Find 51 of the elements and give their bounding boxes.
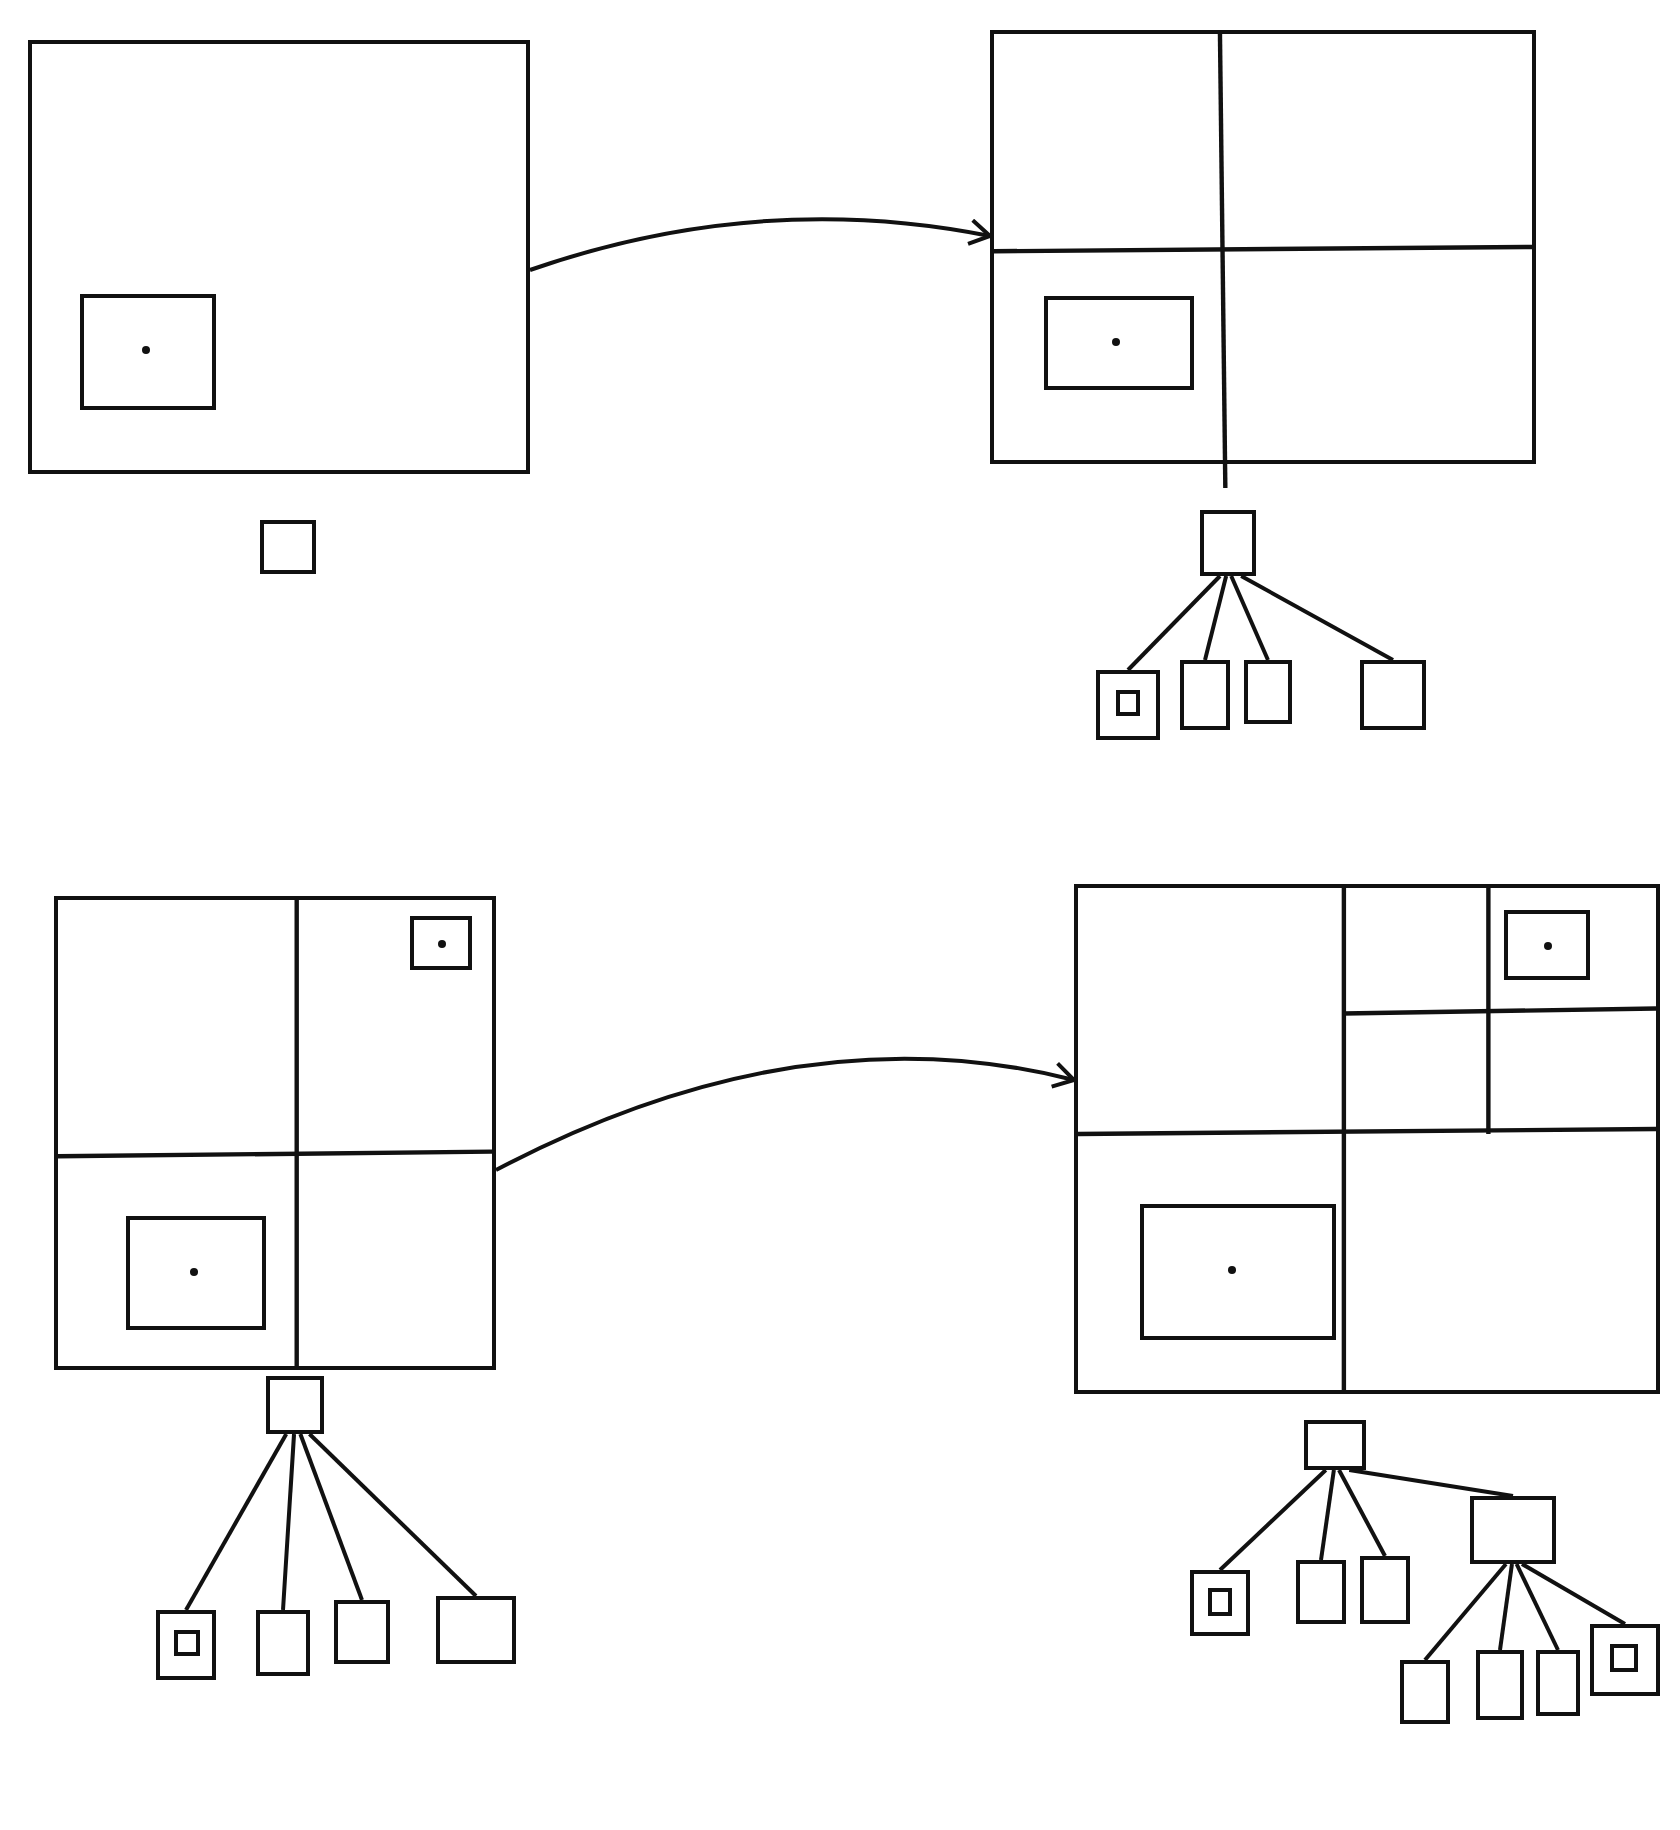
tree-node — [1296, 1560, 1346, 1624]
tree-node — [1180, 660, 1230, 730]
connector-line — [1514, 1563, 1560, 1651]
connector-line — [1229, 575, 1270, 661]
connector-line — [184, 1433, 288, 1611]
arrow — [495, 1056, 1076, 1172]
tree-node — [1590, 1624, 1660, 1696]
arrow — [529, 217, 992, 272]
connector-line — [1203, 575, 1229, 661]
tree-node — [156, 1610, 216, 1680]
connector-line — [1218, 1468, 1328, 1572]
object-rect — [1116, 690, 1140, 716]
tree-node — [260, 520, 316, 574]
tree-node — [1190, 1570, 1250, 1636]
space-square — [1074, 884, 1660, 1394]
tree-node — [1400, 1660, 1450, 1724]
tree-node — [436, 1596, 516, 1664]
object-rect — [1140, 1204, 1336, 1340]
tree-node — [1244, 660, 1292, 724]
object-rect — [1208, 1588, 1232, 1616]
tree-node — [1536, 1650, 1580, 1716]
object-rect — [1044, 296, 1194, 390]
connector-line — [1319, 1469, 1336, 1561]
connector-line — [1337, 1469, 1387, 1557]
connector-line — [281, 1433, 297, 1611]
object-rect — [80, 294, 216, 410]
space-square — [54, 896, 496, 1370]
tree-node — [1304, 1420, 1366, 1470]
tree-node — [256, 1610, 310, 1676]
object-rect — [126, 1216, 266, 1330]
tree-node — [1470, 1496, 1556, 1564]
tree-node — [1360, 1556, 1410, 1624]
connector-line — [1498, 1563, 1514, 1651]
tree-node — [1476, 1650, 1524, 1720]
connector-line — [1423, 1562, 1508, 1662]
tree-node — [1096, 670, 1160, 740]
space-square — [28, 40, 530, 474]
tree-node — [334, 1600, 390, 1664]
connector-line — [1520, 1562, 1626, 1626]
object-rect — [410, 916, 472, 970]
connector-line — [1126, 574, 1222, 672]
connector-line — [308, 1432, 478, 1598]
object-rect — [1504, 910, 1590, 980]
object-rect — [1610, 1644, 1638, 1672]
connector-line — [1348, 1468, 1514, 1498]
connector-line — [298, 1433, 364, 1601]
tree-node — [1200, 510, 1256, 576]
tree-node — [266, 1376, 324, 1434]
connector-line — [1240, 574, 1394, 662]
tree-node — [1360, 660, 1426, 730]
object-rect — [174, 1630, 200, 1656]
